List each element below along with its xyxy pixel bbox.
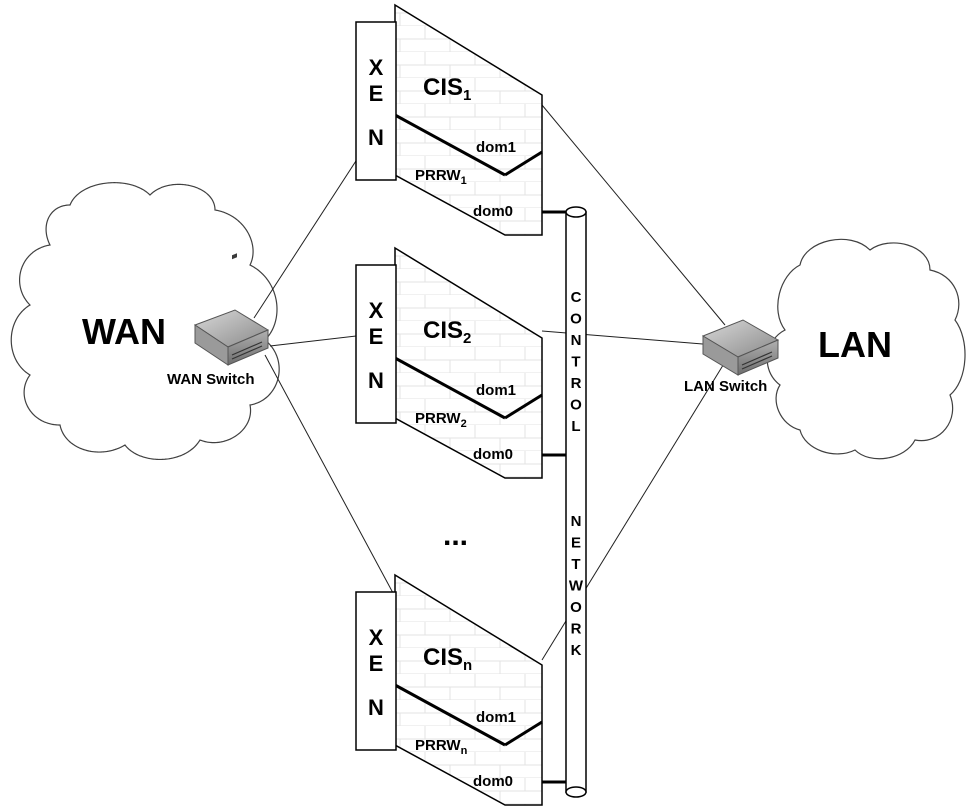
svg-text:E: E <box>369 651 384 676</box>
dom1-label: dom1 <box>476 139 516 156</box>
cis-label: CIS1 <box>423 74 471 104</box>
lan-cloud: LAN <box>766 238 966 460</box>
control-letter: E <box>571 535 581 552</box>
svg-text:N: N <box>368 368 384 393</box>
control-letter: L <box>571 418 580 435</box>
lan-switch: LAN Switch <box>684 319 780 395</box>
svg-text:X: X <box>369 298 384 323</box>
svg-text:X: X <box>369 55 384 80</box>
control-letter: N <box>571 513 582 530</box>
control-letter: O <box>570 397 582 414</box>
firewall-box <box>394 246 543 479</box>
link-lan-host1 <box>541 104 726 326</box>
dom1-label: dom1 <box>476 382 516 399</box>
control-letter: R <box>571 621 582 638</box>
switch-icon <box>701 319 780 376</box>
wan-label: WAN <box>82 311 166 352</box>
svg-text:N: N <box>368 695 384 720</box>
svg-text:N: N <box>368 125 384 150</box>
dom1-label: dom1 <box>476 709 516 726</box>
control-letter: O <box>570 599 582 616</box>
link-wan-hostn <box>264 354 415 633</box>
svg-text:E: E <box>369 324 384 349</box>
host-n: X E N CISn dom1 PRRWn dom0 <box>355 573 566 806</box>
lan-label: LAN <box>818 324 892 365</box>
lan-switch-label: LAN Switch <box>684 378 767 395</box>
ellipsis: ... <box>443 519 468 552</box>
control-letter: T <box>571 354 580 371</box>
wan-switch-label: WAN Switch <box>167 371 255 388</box>
control-letter: T <box>571 556 580 573</box>
prrw-label: PRRW1 <box>415 167 467 187</box>
svg-text:X: X <box>369 625 384 650</box>
cis-label: CIS2 <box>423 317 471 347</box>
firewall-box <box>394 3 543 236</box>
control-letter: K <box>571 642 582 659</box>
dom0-label: dom0 <box>473 203 513 220</box>
control-letter: N <box>571 332 582 349</box>
xen-box <box>355 21 397 181</box>
wan-cloud: WAN <box>10 182 280 460</box>
xen-box <box>355 591 397 751</box>
xen-box <box>355 264 397 424</box>
host-1: X E N CIS1 dom1 PRRW1 dom0 <box>355 3 566 236</box>
control-letter: R <box>571 375 582 392</box>
prrw-label: PRRWn <box>415 737 468 757</box>
svg-text:E: E <box>369 81 384 106</box>
prrw-label: PRRW2 <box>415 410 467 430</box>
firewall-box <box>394 573 543 806</box>
dom0-label: dom0 <box>473 446 513 463</box>
dom0-label: dom0 <box>473 773 513 790</box>
control-letter: O <box>570 311 582 328</box>
host-2: X E N CIS2 dom1 PRRW2 dom0 <box>355 246 566 479</box>
cis-label: CISn <box>423 644 472 674</box>
wan-switch: WAN Switch <box>167 253 270 388</box>
control-letter: C <box>571 289 582 306</box>
switch-icon <box>193 253 270 366</box>
control-letter: W <box>569 578 584 595</box>
